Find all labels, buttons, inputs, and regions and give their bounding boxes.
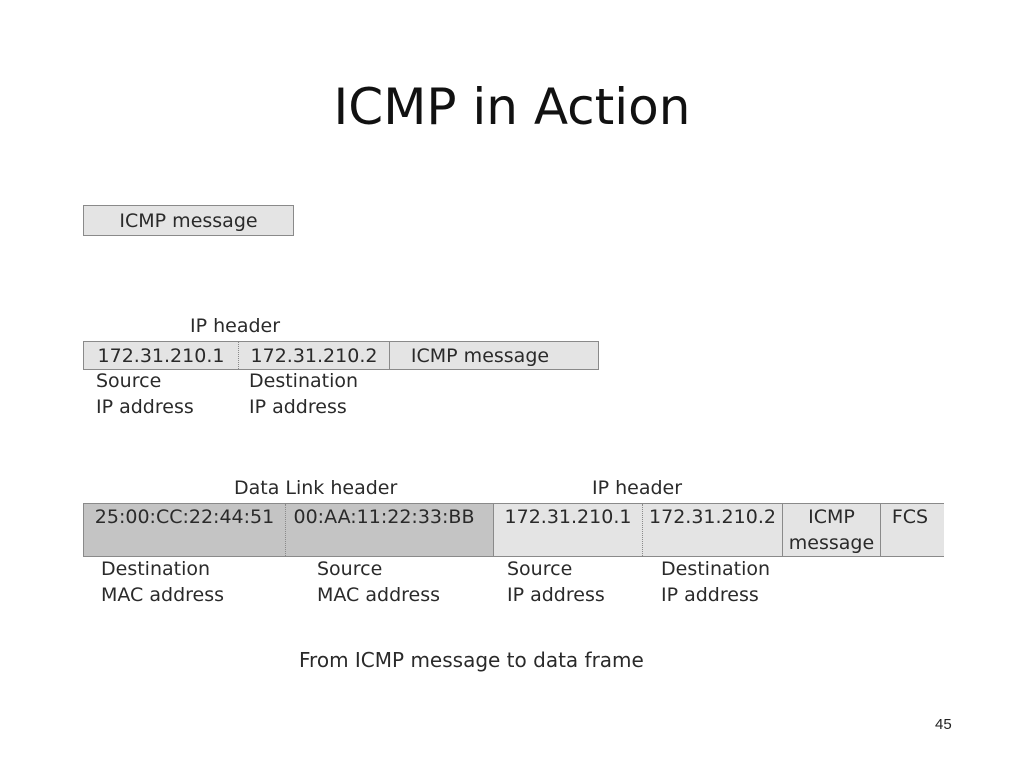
row2-icmp-message: ICMP message — [410, 344, 550, 367]
row3-ip-payload-divider — [782, 504, 783, 556]
row3-source-ip-cell: 172.31.210.1 — [494, 504, 642, 528]
row3-source-mac: 00:AA:11:22:33:BB — [293, 506, 475, 528]
row2-destination-ip: 172.31.210.2 — [250, 344, 378, 367]
row2-packet: 172.31.210.1 172.31.210.2 ICMP message — [83, 341, 599, 370]
row3-source-ip: 172.31.210.1 — [504, 506, 632, 528]
row2-source-label: Source IP address — [96, 370, 194, 418]
row3-dest-ip-label: Destination IP address — [661, 558, 771, 606]
slide-title: ICMP in Action — [333, 78, 691, 136]
row3-src-mac-label: Source MAC address — [317, 558, 441, 606]
row2-ip-header-label: IP header — [190, 315, 281, 337]
row3-ip-and-payload: 172.31.210.1 172.31.210.2 ICMP message F… — [493, 503, 944, 557]
row3-source-mac-cell: 00:AA:11:22:33:BB — [286, 504, 482, 528]
row3-src-ip-label: Source IP address — [507, 558, 605, 606]
row3-datalink-header: 25:00:CC:22:44:51 00:AA:11:22:33:BB — [83, 503, 494, 557]
row2-icmp-message-cell: ICMP message — [390, 342, 570, 369]
row3-fcs-cell: FCS — [881, 504, 939, 528]
row1-icmp-message-box: ICMP message — [83, 205, 294, 236]
row3-datalink-divider — [285, 504, 286, 556]
row2-source-ip: 172.31.210.1 — [97, 344, 225, 367]
row3-destination-ip-cell: 172.31.210.2 — [643, 504, 782, 528]
row2-destination-label: Destination IP address — [249, 370, 359, 418]
row3-destination-ip: 172.31.210.2 — [649, 506, 776, 528]
row3-fcs: FCS — [891, 506, 929, 528]
figure-caption: From ICMP message to data frame — [299, 648, 644, 672]
row2-destination-ip-cell: 172.31.210.2 — [239, 342, 389, 369]
row3-ip-header-label: IP header — [592, 477, 683, 499]
row3-ip-divider — [642, 504, 643, 556]
row3-dest-mac: 25:00:CC:22:44:51 — [94, 506, 275, 528]
row2-source-ip-cell: 172.31.210.1 — [84, 342, 238, 369]
row3-icmp-message-cell: ICMP message — [788, 506, 875, 554]
row3-datalink-header-label: Data Link header — [234, 477, 398, 499]
row2-divider-2 — [389, 342, 390, 369]
row3-dest-mac-label: Destination MAC address — [101, 558, 225, 606]
row3-payload-fcs-divider — [880, 504, 881, 556]
page-number: 45 — [935, 716, 952, 733]
row1-icmp-message-text: ICMP message — [119, 209, 258, 232]
row3-dest-mac-cell: 25:00:CC:22:44:51 — [84, 504, 285, 528]
row2-divider-1 — [238, 342, 239, 369]
